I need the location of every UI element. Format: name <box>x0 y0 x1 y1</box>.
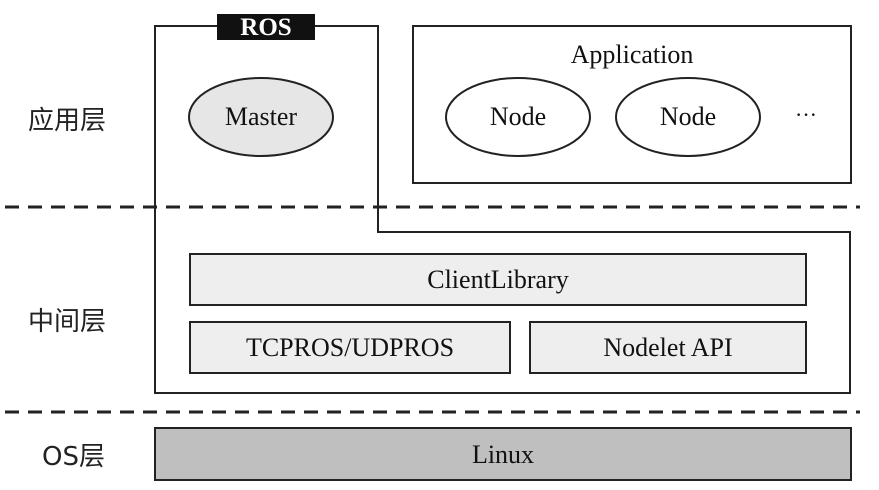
layer-label-middleware: 中间层 <box>28 307 106 337</box>
layer-label-os: OS层 <box>42 442 105 472</box>
ros-boundary <box>154 25 851 394</box>
linux-label: Linux <box>472 440 534 469</box>
nodelet-api-box <box>529 321 807 374</box>
layer-label-application: 应用层 <box>28 106 106 136</box>
application-node-2 <box>615 77 761 157</box>
transport-box <box>189 321 511 374</box>
ros-tag <box>217 14 315 40</box>
master-label: Master <box>225 102 298 131</box>
application-node-1 <box>445 77 591 157</box>
linux-box <box>154 427 852 481</box>
application-more-ellipsis: ··· <box>795 102 817 127</box>
application-node-1-label: Node <box>490 102 546 131</box>
client-library-label: ClientLibrary <box>427 265 569 294</box>
application-node-2-label: Node <box>660 102 716 131</box>
client-library-box <box>189 253 807 306</box>
ros-tag-label: ROS <box>240 14 291 41</box>
application-title: Application <box>571 40 694 69</box>
nodelet-api-label: Nodelet API <box>603 333 732 362</box>
transport-label: TCPROS/UDPROS <box>246 333 454 362</box>
master-node <box>188 77 334 157</box>
